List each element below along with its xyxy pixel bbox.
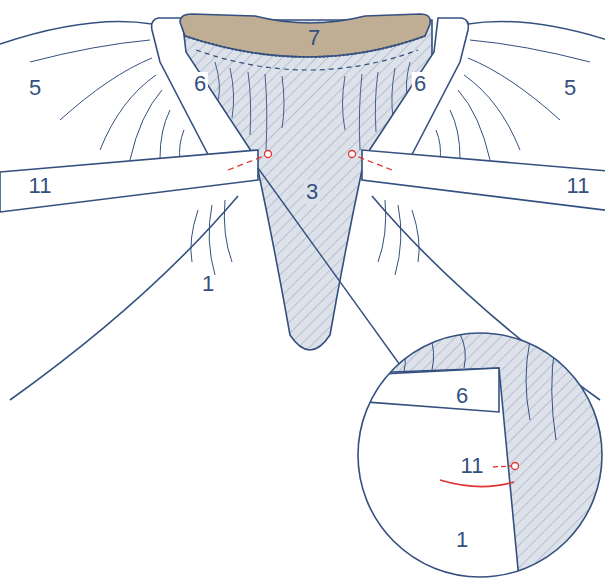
inset-pin-head [512,463,519,470]
stitch-line [196,50,418,70]
waistband [180,14,430,57]
edge-stitch [185,36,425,57]
pin-head [265,151,272,158]
callout-number: 6 [454,384,470,408]
callout-number: 1 [454,528,470,552]
stitch-guide [440,480,514,487]
inset-detail [340,320,605,578]
callout-number: 5 [562,76,578,100]
inset-yoke [340,368,499,412]
inset-pin [493,466,511,467]
strap-piece [0,150,258,212]
leader-line [258,168,400,365]
callout-number: 6 [412,72,428,96]
callout-number: 6 [192,72,208,96]
callout-number: 11 [27,174,54,198]
inset-panel [340,320,605,578]
callout-number: 11 [565,174,592,198]
callout-number: 7 [306,26,322,50]
callout-number: 3 [304,180,320,204]
callout-number: 11 [459,454,486,478]
callout-number: 1 [200,272,216,296]
inset-border [358,333,602,577]
callout-number: 5 [27,76,43,100]
